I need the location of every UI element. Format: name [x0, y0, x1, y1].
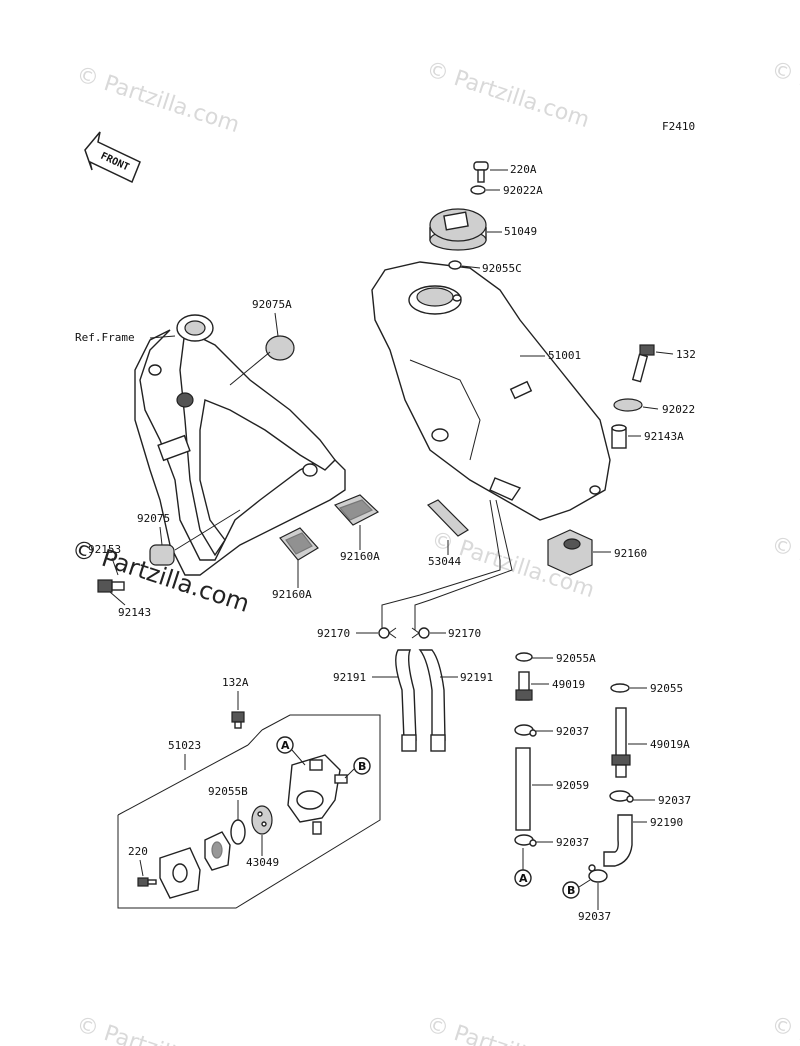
front-arrow-icon: FRONT	[84, 131, 141, 184]
part-53044-shape	[426, 499, 469, 537]
label-43049: 43049	[246, 856, 279, 869]
label-92075A: 92075A	[252, 298, 292, 311]
label-92037-1: 92037	[556, 725, 589, 738]
label-53044: 53044	[428, 555, 461, 568]
bolt-132-shape	[631, 344, 655, 383]
part-92075-shape	[149, 544, 175, 566]
label-92055B: 92055B	[208, 785, 248, 798]
cap-51049-shape	[429, 208, 487, 251]
label-220A: 220A	[510, 163, 537, 176]
oring-92055-shape	[610, 683, 630, 693]
label-92160A-1: 92160A	[340, 550, 380, 563]
clamp-92170-shape-1	[378, 627, 397, 639]
watermark: © Partzilla.com	[423, 57, 592, 133]
watermark: © Partzilla.com	[768, 532, 800, 608]
label-92022A: 92022A	[503, 184, 543, 197]
fuel-tank-drawing	[371, 261, 611, 521]
label-49019A: 49019A	[650, 738, 690, 751]
label-92055: 92055	[650, 682, 683, 695]
hose-92190-shape	[603, 814, 633, 867]
hose-92059-shape	[515, 747, 531, 831]
label-92190: 92190	[650, 816, 683, 829]
label-51023: 51023	[168, 739, 201, 752]
bolt-220A-shape	[473, 161, 489, 183]
label-92055C: 92055C	[482, 262, 522, 275]
label-132A: 132A	[222, 676, 249, 689]
label-92037-4: 92037	[578, 910, 611, 923]
label-132: 132	[676, 348, 696, 361]
oring-92055A-shape	[515, 652, 533, 662]
hose-92191-shape-1	[395, 649, 417, 752]
label-92055A: 92055A	[556, 652, 596, 665]
screw-220-shape	[137, 877, 157, 887]
callout-B-right: B	[562, 881, 580, 899]
svg-text:A: A	[519, 872, 528, 885]
callout-A-left: A	[276, 736, 294, 754]
damper-92160-shape	[547, 529, 593, 576]
diagram-code: F2410	[662, 120, 695, 133]
svg-text:A: A	[281, 739, 290, 752]
label-51001: 51001	[548, 349, 581, 362]
watermark: © Partzilla.com	[73, 62, 242, 138]
svg-text:B: B	[567, 884, 575, 897]
label-92022: 92022	[662, 403, 695, 416]
callout-B-left: B	[353, 757, 371, 775]
fuel-cock-body-shape	[287, 754, 348, 835]
label-220: 220	[128, 845, 148, 858]
label-92170-2: 92170	[448, 627, 481, 640]
oring-92055B-shape	[230, 819, 246, 845]
bolt-92143-shape	[97, 579, 125, 593]
cover-plate-shape	[159, 847, 201, 899]
collar-92143A-shape	[611, 424, 627, 449]
svg-text:B: B	[358, 760, 366, 773]
label-92170-1: 92170	[317, 627, 350, 640]
clamp-92037-shape-2	[609, 790, 634, 803]
watermark: © Partzilla.com	[768, 57, 800, 133]
frame-drawing	[134, 314, 346, 576]
oring-92055C-shape	[448, 260, 462, 270]
clamp-92037-shape-3	[514, 834, 537, 847]
label-92160: 92160	[614, 547, 647, 560]
part-92075A-shape	[265, 335, 295, 361]
label-92075: 92075	[137, 512, 170, 525]
pad-92160A-shape	[333, 494, 380, 526]
callout-A-right: A	[514, 869, 532, 887]
label-92037-3: 92037	[556, 836, 589, 849]
gasket-shape	[204, 831, 231, 871]
fitting-49019A-shape	[611, 707, 631, 778]
watermark: © Partzilla.com	[73, 1012, 242, 1046]
fitting-49019-shape	[515, 671, 533, 701]
label-92191-2: 92191	[460, 671, 493, 684]
label-51049: 51049	[504, 225, 537, 238]
diaphragm-43049-shape	[251, 805, 273, 835]
watermark: © Partzilla.com	[768, 1012, 800, 1046]
washer-92022-shape	[613, 398, 643, 412]
fuel-cock-box	[117, 714, 381, 909]
label-92143: 92143	[118, 606, 151, 619]
label-92143A: 92143A	[644, 430, 684, 443]
clamp-92170-shape-2	[411, 627, 430, 639]
clamp-92037-shape-4	[588, 864, 608, 883]
frame-label: Ref.Frame	[75, 331, 135, 344]
label-92191-1: 92191	[333, 671, 366, 684]
hose-92191-shape-2	[418, 649, 446, 752]
label-92037-2: 92037	[658, 794, 691, 807]
label-92153: 92153	[88, 543, 121, 556]
bolt-132A-shape	[231, 711, 245, 729]
washer-92022A-shape	[470, 185, 486, 195]
watermark: © Partzilla.com	[423, 1012, 592, 1046]
clamp-92037-shape-1	[514, 724, 537, 737]
label-49019: 49019	[552, 678, 585, 691]
pad-92160A-shape-2	[279, 527, 319, 561]
label-92059: 92059	[556, 779, 589, 792]
label-92160A-2: 92160A	[272, 588, 312, 601]
